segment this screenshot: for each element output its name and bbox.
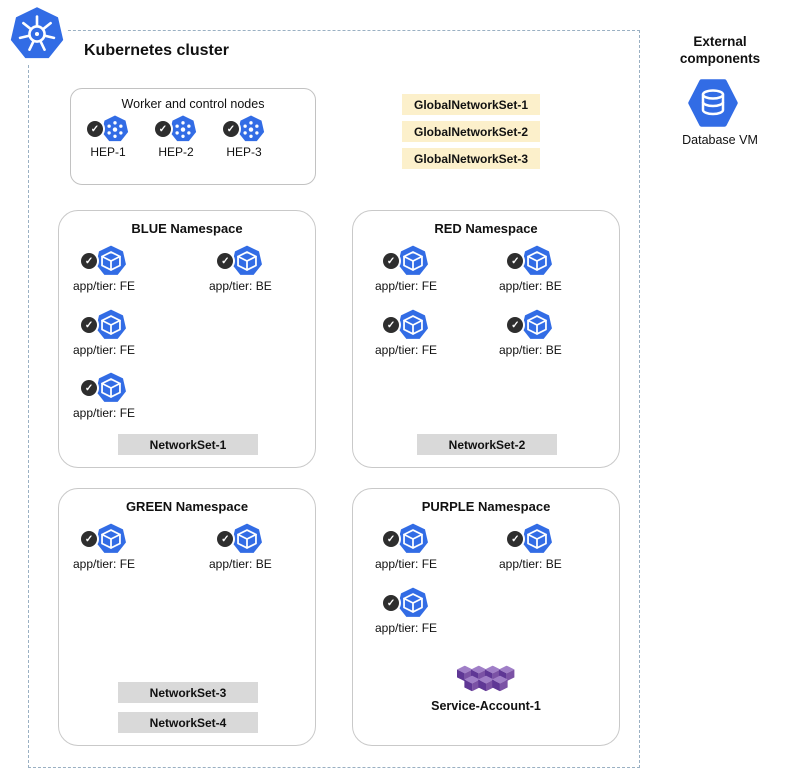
pod-label: app/tier: BE	[499, 343, 562, 357]
check-icon: ✓	[507, 317, 524, 333]
pod-icon	[397, 245, 429, 277]
pod-label: app/tier: FE	[375, 343, 438, 357]
pod: ✓ app/tier: FE	[73, 372, 135, 420]
node-icon	[101, 115, 129, 143]
pod-label: app/tier: BE	[209, 557, 272, 571]
pod-label: app/tier: FE	[375, 621, 438, 635]
check-icon: ✓	[217, 253, 234, 269]
check-icon: ✓	[507, 531, 524, 547]
pod-label: app/tier: FE	[73, 343, 136, 357]
global-network-set-3: GlobalNetworkSet-3	[402, 148, 540, 169]
namespace-purple: PURPLE Namespace ✓ app/tier: FE ✓ app/ti…	[352, 488, 620, 746]
kubernetes-logo-icon	[8, 5, 66, 63]
namespace-title: PURPLE Namespace	[421, 499, 551, 514]
database-vm-label: Database VM	[682, 133, 758, 147]
node-label: HEP-2	[158, 145, 194, 159]
node-label: HEP-1	[90, 145, 126, 159]
pod-label: app/tier: FE	[375, 557, 438, 571]
global-network-set-2: GlobalNetworkSet-2	[402, 121, 540, 142]
check-icon: ✓	[81, 531, 98, 547]
pod: ✓ app/tier: BE	[209, 245, 272, 293]
cluster-title: Kubernetes cluster	[84, 42, 229, 59]
check-icon: ✓	[223, 121, 239, 137]
pod-icon	[95, 372, 127, 404]
pod: ✓ app/tier: FE	[73, 245, 135, 293]
pod-label: app/tier: FE	[73, 557, 136, 571]
pod-icon	[521, 309, 553, 341]
pod-icon	[95, 309, 127, 341]
check-icon: ✓	[383, 531, 400, 547]
namespace-title: RED Namespace	[434, 221, 538, 236]
pod-icon	[397, 587, 429, 619]
pod-label: app/tier: BE	[209, 279, 272, 293]
namespace-blue: BLUE Namespace ✓ app/tier: FE ✓ app/tier…	[58, 210, 316, 468]
pod: ✓ app/tier: BE	[499, 523, 562, 571]
check-icon: ✓	[217, 531, 234, 547]
check-icon: ✓	[87, 121, 103, 137]
node-label: HEP-3	[226, 145, 262, 159]
check-icon: ✓	[81, 317, 98, 333]
pod: ✓ app/tier: FE	[375, 309, 437, 357]
namespace-title: GREEN Namespace	[125, 499, 249, 514]
network-set-label: NetworkSet-1	[118, 434, 258, 455]
external-components-title: External components	[679, 34, 761, 66]
service-account: Service-Account-1	[353, 665, 619, 713]
pod: ✓ app/tier: FE	[375, 587, 437, 635]
node-icon	[169, 115, 197, 143]
database-vm-icon	[688, 78, 738, 128]
pod: ✓ app/tier: FE	[73, 523, 135, 571]
network-set-label: NetworkSet-4	[118, 712, 258, 733]
check-icon: ✓	[155, 121, 171, 137]
check-icon: ✓	[383, 253, 400, 269]
pod-icon	[397, 523, 429, 555]
check-icon: ✓	[383, 595, 400, 611]
pod: ✓ app/tier: FE	[375, 523, 437, 571]
node-hep-2: ✓ HEP-2	[155, 115, 197, 159]
worker-control-nodes-box: Worker and control nodes ✓ HEP-1 ✓ HEP-2…	[70, 88, 316, 185]
pod-icon	[397, 309, 429, 341]
pod-label: app/tier: FE	[375, 279, 438, 293]
namespace-green: GREEN Namespace ✓ app/tier: FE ✓ app/tie…	[58, 488, 316, 746]
pod: ✓ app/tier: FE	[375, 245, 437, 293]
worker-nodes-title: Worker and control nodes	[121, 97, 265, 111]
pod-label: app/tier: BE	[499, 557, 562, 571]
network-set-label: NetworkSet-2	[417, 434, 557, 455]
pod-icon	[95, 245, 127, 277]
pod-icon	[231, 523, 263, 555]
node-icon	[237, 115, 265, 143]
check-icon: ✓	[81, 253, 98, 269]
check-icon: ✓	[383, 317, 400, 333]
cluster-boundary	[28, 30, 640, 768]
check-icon: ✓	[507, 253, 524, 269]
service-account-icon	[457, 665, 515, 692]
pod: ✓ app/tier: BE	[499, 309, 562, 357]
global-network-set-1: GlobalNetworkSet-1	[402, 94, 540, 115]
node-hep-1: ✓ HEP-1	[87, 115, 129, 159]
pod-icon	[95, 523, 127, 555]
pod: ✓ app/tier: BE	[499, 245, 562, 293]
pod: ✓ app/tier: FE	[73, 309, 135, 357]
service-account-label: Service-Account-1	[431, 699, 541, 713]
namespace-title: BLUE Namespace	[131, 221, 243, 236]
node-hep-3: ✓ HEP-3	[223, 115, 265, 159]
pod-icon	[521, 523, 553, 555]
pod-label: app/tier: FE	[73, 279, 136, 293]
check-icon: ✓	[81, 380, 98, 396]
pod: ✓ app/tier: BE	[209, 523, 272, 571]
network-set-label: NetworkSet-3	[118, 682, 258, 703]
pod-icon	[231, 245, 263, 277]
pod-icon	[521, 245, 553, 277]
pod-label: app/tier: FE	[73, 406, 136, 420]
pod-label: app/tier: BE	[499, 279, 562, 293]
namespace-red: RED Namespace ✓ app/tier: FE ✓ app/tier:…	[352, 210, 620, 468]
